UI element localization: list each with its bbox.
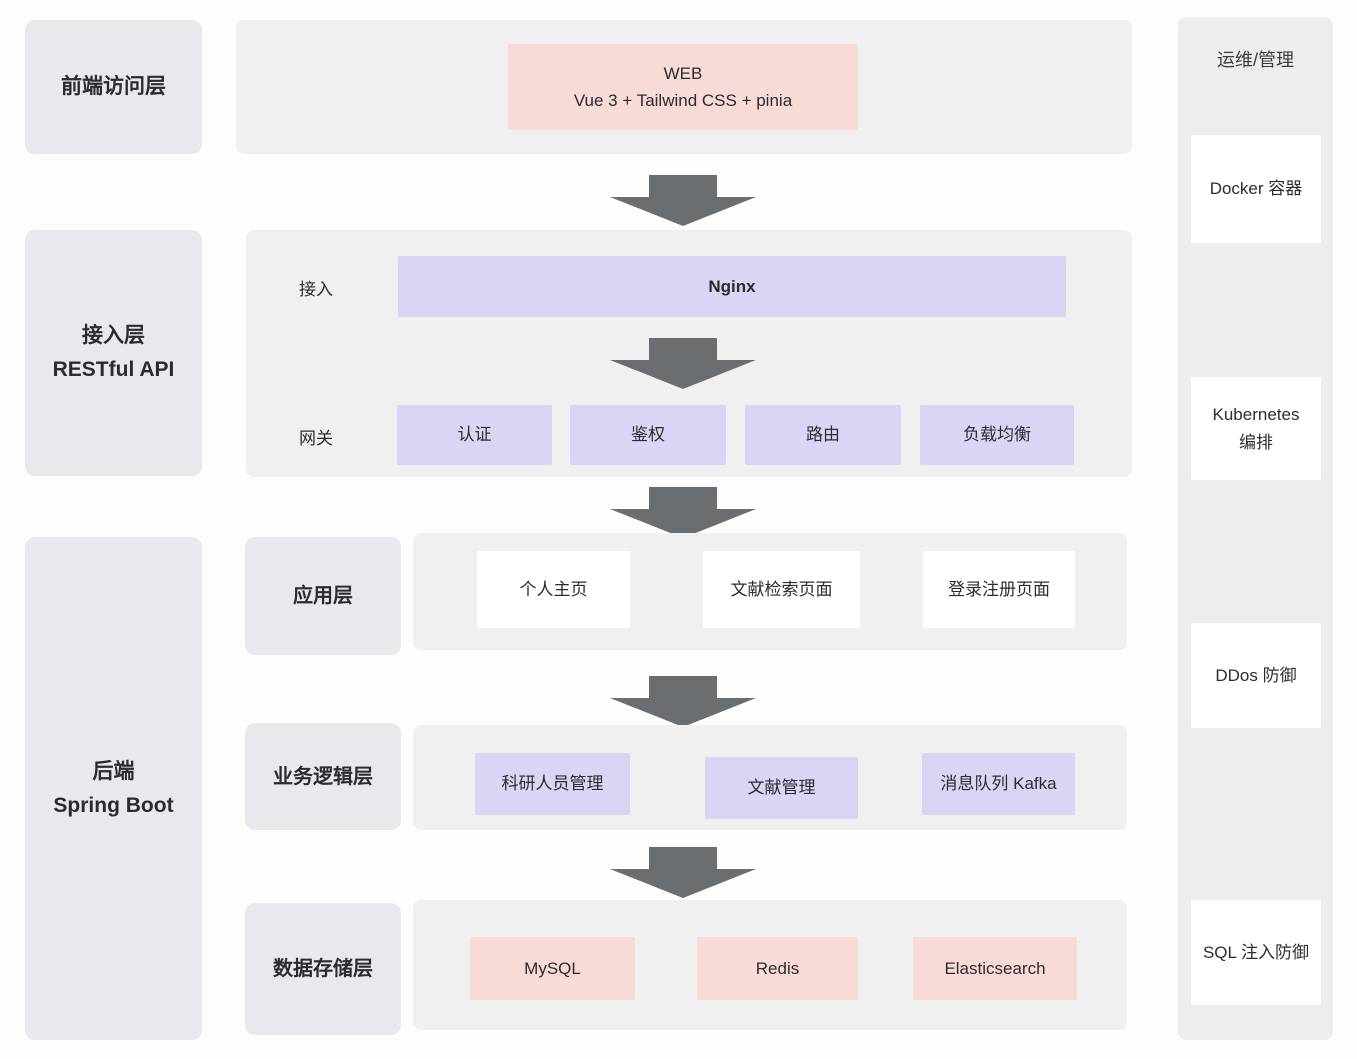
down-arrow-icon (610, 676, 756, 727)
node-web: WEB Vue 3 + Tailwind CSS + pinia (508, 44, 858, 130)
down-arrow-icon (610, 847, 756, 898)
node-kubernetes-orchestration: Kubernetes 编排 (1191, 377, 1321, 480)
ops-column-title: 运维/管理 (1216, 50, 1294, 70)
layer-label-backend: 后端 Spring Boot (25, 537, 202, 1040)
node-sql-line1: SQL 注入防御 (1202, 942, 1310, 962)
node-message-queue-kafka: 消息队列 Kafka (922, 753, 1075, 815)
node-literature-management: 文献管理 (705, 757, 858, 819)
layer-label-access-line1: 接入层 (82, 324, 145, 348)
node-kubernetes-line2: 编排 (1239, 432, 1273, 452)
node-authentication: 认证 (397, 405, 552, 465)
layer-label-data-storage: 数据存储层 (245, 903, 401, 1035)
node-kubernetes-line1: Kubernetes (1212, 405, 1300, 425)
node-load-balancing: 负载均衡 (920, 405, 1074, 465)
down-arrow-icon (610, 175, 756, 226)
layer-label-backend-line1: 后端 (92, 759, 135, 783)
node-sql-injection-defense: SQL 注入防御 (1191, 900, 1321, 1005)
layer-label-access-line2: RESTful API (52, 358, 175, 381)
gateway-section-label: 网关 (299, 428, 333, 448)
node-ddos-defense: DDos 防御 (1191, 623, 1321, 728)
node-literature-search-page: 文献检索页面 (703, 551, 860, 628)
node-web-line1: WEB (663, 63, 703, 83)
node-elasticsearch: Elasticsearch (913, 937, 1077, 1000)
down-arrow-icon (610, 487, 756, 538)
node-web-line2: Vue 3 + Tailwind CSS + pinia (573, 91, 793, 110)
node-researcher-management: 科研人员管理 (475, 753, 630, 815)
node-routing: 路由 (745, 405, 901, 465)
node-authorization: 鉴权 (570, 405, 726, 465)
node-ddos-line1: DDos 防御 (1215, 665, 1297, 685)
layer-label-business-logic: 业务逻辑层 (245, 723, 401, 830)
layer-label-frontend-text: 前端访问层 (61, 75, 166, 99)
node-docker-line1: Docker 容器 (1209, 179, 1303, 199)
access-section-label: 接入 (299, 279, 333, 299)
node-personal-homepage: 个人主页 (477, 551, 630, 628)
node-redis: Redis (697, 937, 858, 1000)
layer-label-access: 接入层 RESTful API (25, 230, 202, 476)
layer-label-application: 应用层 (245, 537, 401, 655)
layer-label-frontend: 前端访问层 (25, 20, 202, 154)
node-nginx: Nginx (398, 256, 1066, 317)
layer-label-backend-line2: Spring Boot (53, 793, 174, 817)
node-docker-container: Docker 容器 (1191, 135, 1321, 243)
node-mysql: MySQL (470, 937, 635, 1000)
node-login-register-page: 登录注册页面 (923, 551, 1075, 628)
